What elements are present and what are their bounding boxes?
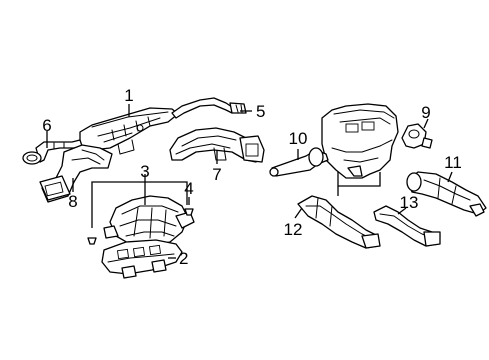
callout-11: 11 xyxy=(444,153,462,172)
part-8-left-duct xyxy=(39,144,113,203)
part-9-housing xyxy=(321,103,399,179)
callout-1: 1 xyxy=(124,86,133,105)
callout-10: 10 xyxy=(289,129,308,148)
part-11-floor-duct xyxy=(406,171,487,217)
callout-9: 9 xyxy=(421,103,430,122)
part-10-long-duct xyxy=(269,147,329,177)
part-3-mid-duct xyxy=(103,195,195,247)
part-5-tube xyxy=(171,97,247,119)
part-12-floor-duct xyxy=(297,195,381,249)
callout-4: 4 xyxy=(184,179,193,198)
part-4-clip-left xyxy=(87,237,97,245)
part-2-lower-duct xyxy=(101,239,183,279)
callout-5: 5 xyxy=(256,102,265,121)
callout-3: 3 xyxy=(140,162,149,181)
part-4-clip xyxy=(184,208,194,216)
leader-lines xyxy=(46,104,453,259)
part-13-rear-duct xyxy=(373,205,441,247)
callout-7: 7 xyxy=(212,165,221,184)
callout-6: 6 xyxy=(42,116,51,135)
callout-8: 8 xyxy=(68,192,77,211)
callout-labels: 1 2 3 4 5 6 7 8 9 10 11 12 13 xyxy=(42,86,462,268)
callout-13: 13 xyxy=(400,193,419,212)
callout-2: 2 xyxy=(179,249,188,268)
part-7-right-duct xyxy=(169,127,265,163)
callout-12: 12 xyxy=(284,220,303,239)
part-9-connector xyxy=(401,123,433,149)
